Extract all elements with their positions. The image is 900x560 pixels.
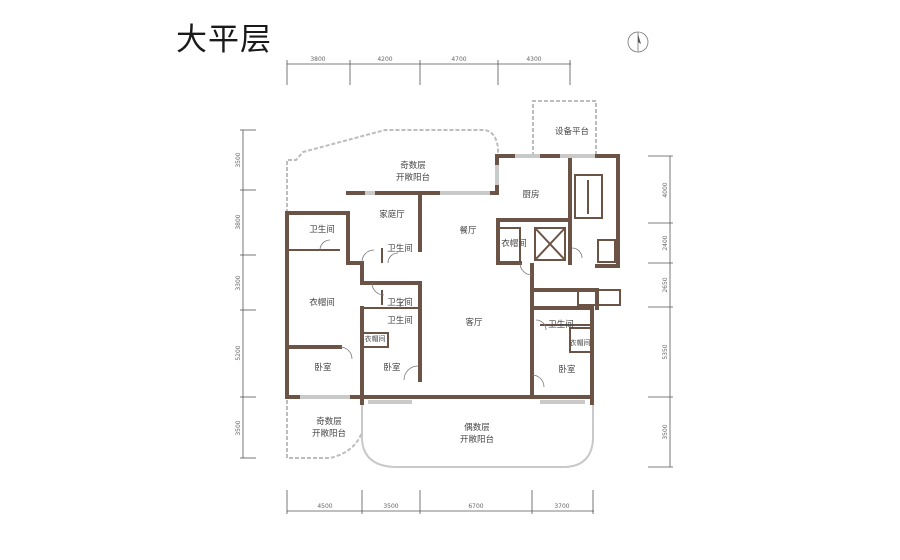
- dim-right-5: 3500: [662, 424, 669, 439]
- equipment-platform-outline: [532, 100, 597, 156]
- room-label-bathroom-5: 卫生间: [548, 319, 574, 330]
- room-label-bathroom-1: 卫生间: [309, 224, 335, 235]
- dimension-bottom: 4500 3500 6700 3700: [286, 490, 594, 514]
- room-label-balcony-top-2: 开敞阳台: [396, 172, 430, 183]
- windows: [300, 154, 595, 404]
- dim-top-4: 4300: [526, 56, 541, 63]
- plan-title: 大平层: [176, 22, 272, 58]
- dim-right-4: 5350: [662, 344, 669, 359]
- dim-top-2: 4200: [377, 56, 392, 63]
- room-label-bedroom-2: 卧室: [383, 362, 401, 373]
- dim-left-4: 5200: [235, 345, 242, 360]
- balcony-top-outline: [286, 129, 499, 213]
- dim-left-3: 3300: [235, 275, 242, 290]
- dim-top-1: 3800: [310, 56, 325, 63]
- room-label-closet-3: 衣帽间: [365, 334, 386, 343]
- dim-left-2: 3800: [235, 214, 242, 229]
- room-label-equipment-platform: 设备平台: [555, 126, 589, 137]
- dimension-left: 3500 3800 3300 5200 3500: [235, 129, 256, 459]
- doors: [319, 239, 583, 388]
- dim-bottom-1: 4500: [317, 503, 332, 510]
- room-label-kitchen: 厨房: [522, 189, 539, 200]
- room-label-closet-1: 衣帽间: [501, 238, 527, 249]
- dim-bottom-3: 6700: [468, 503, 483, 510]
- room-label-balcony-left-1: 奇数层: [316, 416, 342, 427]
- room-label-balcony-bottom-1: 偶数层: [464, 422, 490, 433]
- dim-right-3: 2650: [662, 277, 669, 292]
- room-label-balcony-bottom-2: 开敞阳台: [460, 434, 494, 445]
- dim-left-5: 3500: [235, 420, 242, 435]
- room-label-bedroom-3: 卧室: [558, 364, 576, 375]
- room-label-bathroom-4: 卫生间: [387, 315, 413, 326]
- room-label-dining: 餐厅: [459, 226, 477, 236]
- dim-bottom-2: 3500: [383, 503, 398, 510]
- room-label-bedroom-1: 卧室: [314, 362, 332, 373]
- balcony-bottom-outline: [361, 405, 594, 468]
- dim-right-1: 4000: [662, 182, 669, 197]
- walls: [285, 154, 621, 405]
- dim-left-1: 3500: [235, 152, 242, 167]
- dim-bottom-4: 3700: [554, 503, 569, 510]
- room-label-family-hall: 家庭厅: [379, 209, 405, 220]
- room-label-bathroom-3: 卫生间: [387, 297, 413, 308]
- room-label-living: 客厅: [465, 317, 483, 328]
- dim-top-3: 4700: [451, 56, 466, 63]
- dimension-right: 4000 2400 2650 5350 3500: [648, 155, 673, 468]
- room-label-closet-4: 衣帽间: [570, 338, 591, 347]
- dim-right-2: 2400: [662, 235, 669, 250]
- room-label-closet-2: 衣帽间: [309, 297, 335, 308]
- balcony-left-outline: [286, 400, 363, 459]
- room-label-balcony-left-2: 开敞阳台: [312, 428, 346, 439]
- north-arrow-icon: [627, 31, 649, 53]
- room-label-bathroom-2: 卫生间: [387, 243, 413, 254]
- room-label-balcony-top-1: 奇数层: [400, 160, 426, 171]
- dimension-top: 3800 4200 4700 4300: [286, 56, 571, 85]
